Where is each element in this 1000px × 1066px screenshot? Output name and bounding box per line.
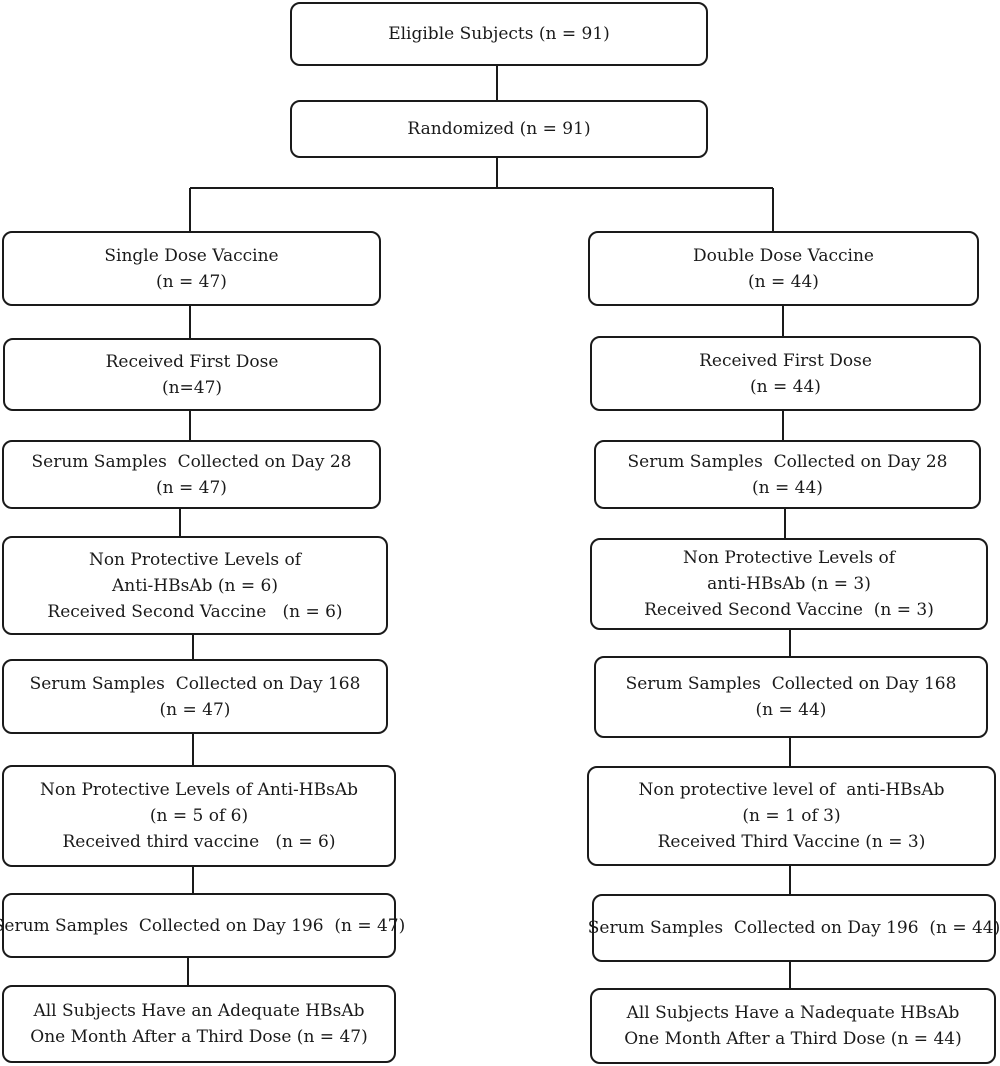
box-line: Double Dose Vaccine	[693, 245, 874, 266]
box-line: Received Second Vaccine (n = 6)	[47, 601, 343, 622]
left-serum-day168-box: Serum Samples Collected on Day 168 (n = …	[2, 659, 388, 734]
box-line: (n = 1 of 3)	[742, 806, 841, 826]
box-line: Eligible Subjects (n = 91)	[388, 24, 610, 44]
box-line: (n = 44)	[752, 477, 823, 498]
box-line: Received Second Vaccine (n = 3)	[644, 600, 934, 620]
right-serum-day168-box: Serum Samples Collected on Day 168 (n = …	[594, 656, 988, 738]
box-line: Non Protective Levels of	[682, 548, 896, 568]
box-line: Serum Samples Collected on Day 28	[31, 451, 352, 472]
right-serum-day28-box: Serum Samples Collected on Day 28 (n = 4…	[594, 440, 981, 509]
box-line: Serum Samples Collected on Day 168	[625, 674, 957, 694]
box-line: Randomized (n = 91)	[407, 119, 591, 139]
right-received-first-dose-box: Received First Dose (n = 44)	[590, 336, 981, 411]
box-line: Non Protective Levels of	[88, 549, 302, 570]
single-dose-vaccine-box: Single Dose Vaccine (n = 47)	[2, 231, 381, 306]
left-received-first-dose-box: Received First Dose (n=47)	[3, 338, 381, 411]
box-line: anti-HBsAb (n = 3)	[707, 574, 871, 594]
box-line: (n = 47)	[159, 699, 231, 720]
box-line: Single Dose Vaccine	[104, 245, 279, 266]
box-line: Received Third Vaccine (n = 3)	[657, 832, 926, 852]
box-line: (n = 44)	[748, 271, 819, 292]
box-line: Serum Samples Collected on Day 196 (n = …	[0, 915, 406, 936]
box-line: One Month After a Third Dose (n = 44)	[624, 1029, 962, 1049]
right-non-protective-third-box: Non protective level of anti-HBsAb (n = …	[587, 766, 996, 866]
right-adequate-hbsab-box: All Subjects Have a Nadequate HBsAb One …	[590, 988, 996, 1064]
left-adequate-hbsab-box: All Subjects Have an Adequate HBsAb One …	[2, 985, 396, 1063]
box-line: Received third vaccine (n = 6)	[62, 832, 336, 852]
box-line: (n = 44)	[755, 700, 827, 720]
left-non-protective-second-box: Non Protective Levels of Anti-HBsAb (n =…	[2, 536, 388, 635]
randomized-box: Randomized (n = 91)	[290, 100, 708, 158]
box-line: Non protective level of anti-HBsAb	[638, 780, 945, 800]
right-non-protective-second-box: Non Protective Levels of anti-HBsAb (n =…	[590, 538, 988, 630]
box-line: Received First Dose	[105, 351, 279, 372]
box-line: Non Protective Levels of Anti-HBsAb	[40, 780, 358, 800]
box-line: (n = 44)	[750, 376, 821, 397]
left-serum-day28-box: Serum Samples Collected on Day 28 (n = 4…	[2, 440, 381, 509]
box-line: Anti-HBsAb (n = 6)	[112, 575, 278, 596]
box-line: All Subjects Have a Nadequate HBsAb	[626, 1003, 960, 1023]
box-line: Serum Samples Collected on Day 196 (n = …	[587, 918, 1000, 938]
box-line: (n=47)	[161, 377, 223, 398]
left-serum-day196-box: Serum Samples Collected on Day 196 (n = …	[0, 893, 405, 958]
box-line: Received First Dose	[699, 350, 872, 371]
box-line: Serum Samples Collected on Day 28	[627, 451, 948, 472]
box-line: All Subjects Have an Adequate HBsAb	[33, 1001, 365, 1021]
eligible-subjects-box: Eligible Subjects (n = 91)	[290, 2, 708, 66]
right-serum-day196-box: Serum Samples Collected on Day 196 (n = …	[588, 894, 1000, 962]
box-line: (n = 5 of 6)	[149, 806, 249, 826]
box-line: Serum Samples Collected on Day 168	[29, 673, 361, 694]
box-line: (n = 47)	[156, 477, 227, 498]
box-line: One Month After a Third Dose (n = 47)	[30, 1027, 368, 1047]
box-line: (n = 47)	[156, 271, 227, 292]
double-dose-vaccine-box: Double Dose Vaccine (n = 44)	[588, 231, 979, 306]
left-non-protective-third-box: Non Protective Levels of Anti-HBsAb (n =…	[2, 765, 396, 867]
